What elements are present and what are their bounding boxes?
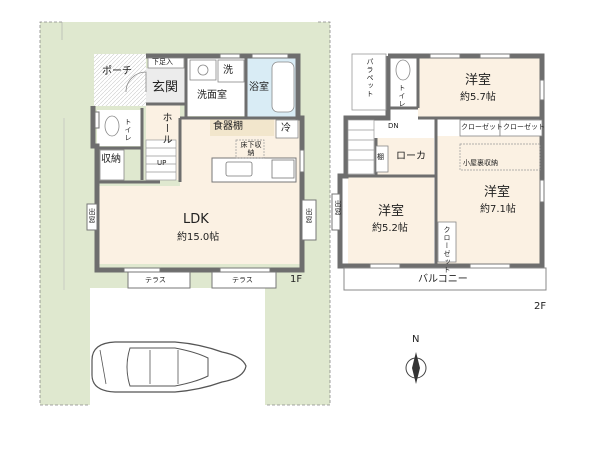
washer-space <box>217 59 245 83</box>
western-room-3-area: 約7.1帖 <box>480 204 516 215</box>
bathtub <box>271 61 295 113</box>
pantry-label: 食器棚 <box>213 121 243 132</box>
closet-3-label: クローゼット <box>443 226 451 274</box>
storage-closet <box>99 149 125 181</box>
2f-interior-walls <box>346 56 542 264</box>
sink <box>225 161 253 177</box>
shelf-label: 棚 <box>377 153 384 161</box>
balcony-area <box>346 270 546 290</box>
shoe-storage-label: 下足入 <box>152 58 173 66</box>
bay-window-left <box>86 203 98 231</box>
porch-label: ポーチ <box>102 66 132 77</box>
toilet-2f <box>395 59 411 81</box>
compass-north-label: N <box>412 334 420 345</box>
up-label: UP <box>157 159 167 167</box>
2f-windows <box>369 53 545 269</box>
balcony-label: バルコニー <box>418 274 468 285</box>
dn-label: DN <box>388 122 399 130</box>
pantry-floor <box>210 118 274 136</box>
bay-window-left-label: 出窓 <box>88 208 96 224</box>
1f-outer-wall <box>90 53 305 273</box>
bath-label: 浴室 <box>249 82 269 93</box>
site-boundary <box>39 21 90 406</box>
toilet-1f <box>104 115 120 137</box>
porch-floor <box>94 54 146 106</box>
closet-2-label: クローゼット <box>503 123 545 131</box>
western-room-2-label: 洋室 <box>378 204 405 219</box>
entrance-door <box>125 71 147 93</box>
parapet-area <box>352 54 388 110</box>
closet-1-label: クローゼット <box>461 123 503 131</box>
bay-window-2f <box>331 193 341 231</box>
wash-room-label: 洗面室 <box>197 90 227 101</box>
washbasin <box>189 59 217 81</box>
shoe-storage <box>147 57 185 69</box>
western-room-3-label: 洋室 <box>484 185 511 200</box>
ldk-area: 約15.0帖 <box>177 232 220 243</box>
entrance-floor <box>146 68 186 104</box>
washer-label: 洗 <box>223 65 233 76</box>
1f-interior-walls <box>97 56 298 184</box>
site-boundary-right <box>265 21 331 406</box>
toilet-2f-label: トイレ <box>398 84 406 108</box>
western-room-2-area: 約5.2帖 <box>372 223 408 234</box>
storage-label: 収納 <box>101 154 121 165</box>
parapet-label: パラペット <box>366 58 374 98</box>
compass-icon <box>405 352 427 384</box>
entrance-label: 玄関 <box>152 80 179 95</box>
western-room-1-area: 約5.7帖 <box>460 92 496 103</box>
ldk-floor <box>97 186 302 264</box>
parapet <box>351 53 387 111</box>
corridor-label: ローカ <box>396 151 426 162</box>
hall-label: ホール <box>160 112 171 145</box>
underfloor-storage <box>235 139 265 159</box>
closet-2 <box>499 119 543 137</box>
floor-2-tag: 2F <box>534 301 547 312</box>
ldk-label: LDK <box>183 212 209 227</box>
terrace-1 <box>127 271 191 289</box>
terrace-1-label: テラス <box>145 276 166 284</box>
bay-window-label: 出窓 <box>305 208 313 224</box>
western-room-1-floor <box>418 56 542 118</box>
closet-3 <box>437 221 457 263</box>
stairs-1f <box>145 139 177 181</box>
shelf-2f <box>375 145 389 173</box>
fridge-space <box>275 119 299 139</box>
car-icon <box>91 341 247 393</box>
attic-label: 小屋裏収納 <box>463 159 498 167</box>
terrace-2-label: テラス <box>232 276 253 284</box>
toilet-1f-label: トイレ <box>124 118 132 142</box>
toilet1-floor <box>97 110 142 146</box>
stairs-2f <box>347 119 375 175</box>
fridge-label: 冷 <box>281 123 291 134</box>
stove <box>271 159 295 179</box>
western-room-1-label: 洋室 <box>465 73 492 88</box>
balcony <box>343 267 547 291</box>
attic-storage <box>459 143 541 171</box>
bay-window-right <box>301 199 317 241</box>
terrace-2 <box>211 271 277 289</box>
floor-1-tag: 1F <box>290 274 303 285</box>
underfloor-label: 床下収納 <box>240 141 262 157</box>
bay-window-2f-label: 出窓 <box>334 200 342 216</box>
western-room-2-floor <box>348 176 434 264</box>
